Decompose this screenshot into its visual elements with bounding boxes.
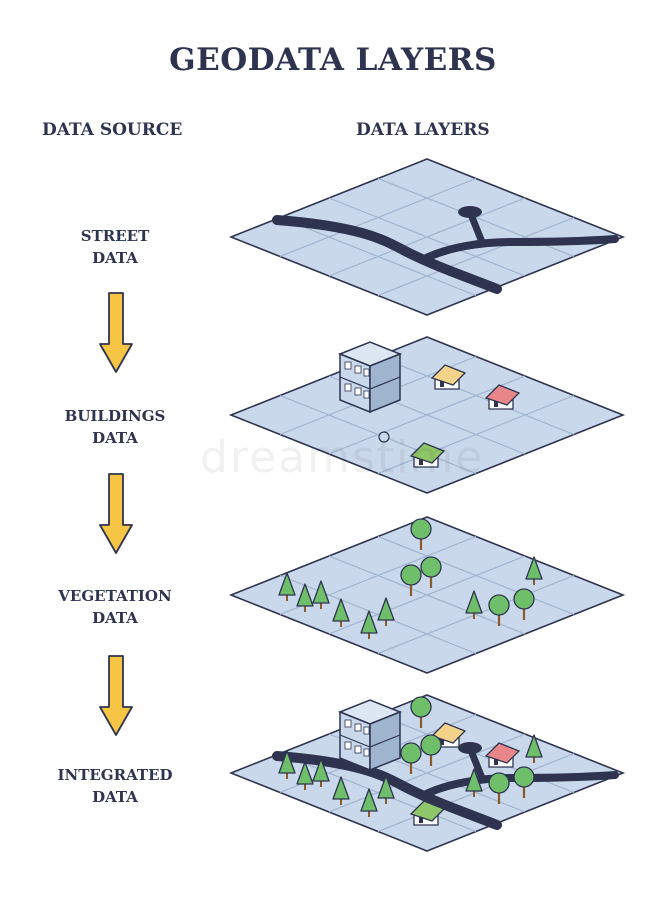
source-label-integrated-line1: INTEGRATED xyxy=(57,766,173,784)
vegetation-data-layer xyxy=(230,516,624,674)
source-label-vegetation-line1: VEGETATION xyxy=(58,587,172,605)
down-arrow-icon xyxy=(99,473,133,554)
buildings-data-layer xyxy=(230,336,624,494)
source-label-street: STREET DATA xyxy=(15,225,215,269)
source-label-buildings-line1: BUILDINGS xyxy=(64,407,166,425)
office-building-icon xyxy=(339,699,401,771)
source-label-buildings-line2: DATA xyxy=(92,429,138,447)
watermark: dreamstime xyxy=(200,432,485,483)
source-label-vegetation-line2: DATA xyxy=(92,609,138,627)
down-arrow-icon xyxy=(99,655,133,736)
source-label-street-line2: DATA xyxy=(92,249,138,267)
source-label-integrated-line2: DATA xyxy=(92,788,138,806)
office-building-icon xyxy=(339,341,401,413)
map-tile xyxy=(230,158,624,316)
street-data-layer xyxy=(230,158,624,316)
page-title: GEODATA LAYERS xyxy=(169,42,497,78)
source-label-integrated: INTEGRATED DATA xyxy=(15,764,215,808)
column-header-data-layers: DATA LAYERS xyxy=(356,120,490,140)
source-label-vegetation: VEGETATION DATA xyxy=(15,585,215,629)
integrated-data-layer xyxy=(230,694,624,852)
marker-icon xyxy=(378,431,390,443)
column-header-data-source: DATA SOURCE xyxy=(42,120,183,140)
source-label-street-line1: STREET xyxy=(80,227,150,245)
down-arrow-icon xyxy=(99,292,133,373)
source-label-buildings: BUILDINGS DATA xyxy=(15,405,215,449)
